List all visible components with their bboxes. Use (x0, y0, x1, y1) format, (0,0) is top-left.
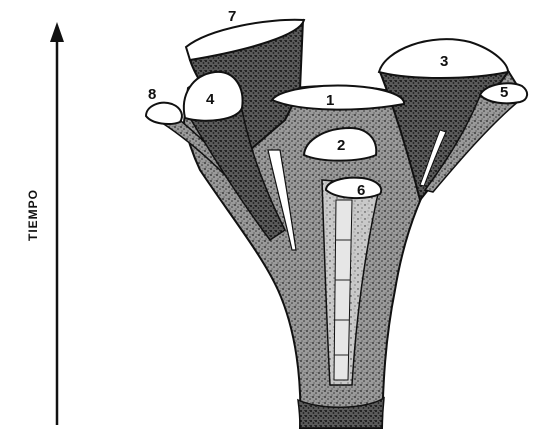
time-arrow (50, 22, 64, 425)
branch-label-8: 8 (148, 86, 156, 103)
branch-label-2: 2 (337, 137, 345, 154)
branch-label-4: 4 (206, 91, 215, 108)
branch-8-cap (146, 103, 182, 124)
branch-6-cap (326, 178, 381, 198)
branch-label-5: 5 (500, 84, 508, 101)
time-axis-label: TIEMPO (26, 189, 40, 241)
branch-label-6: 6 (357, 182, 365, 199)
time-arrow-head (50, 22, 64, 42)
branch-label-3: 3 (440, 53, 448, 70)
branch-label-1: 1 (326, 92, 334, 109)
branch-label-7: 7 (228, 8, 236, 25)
